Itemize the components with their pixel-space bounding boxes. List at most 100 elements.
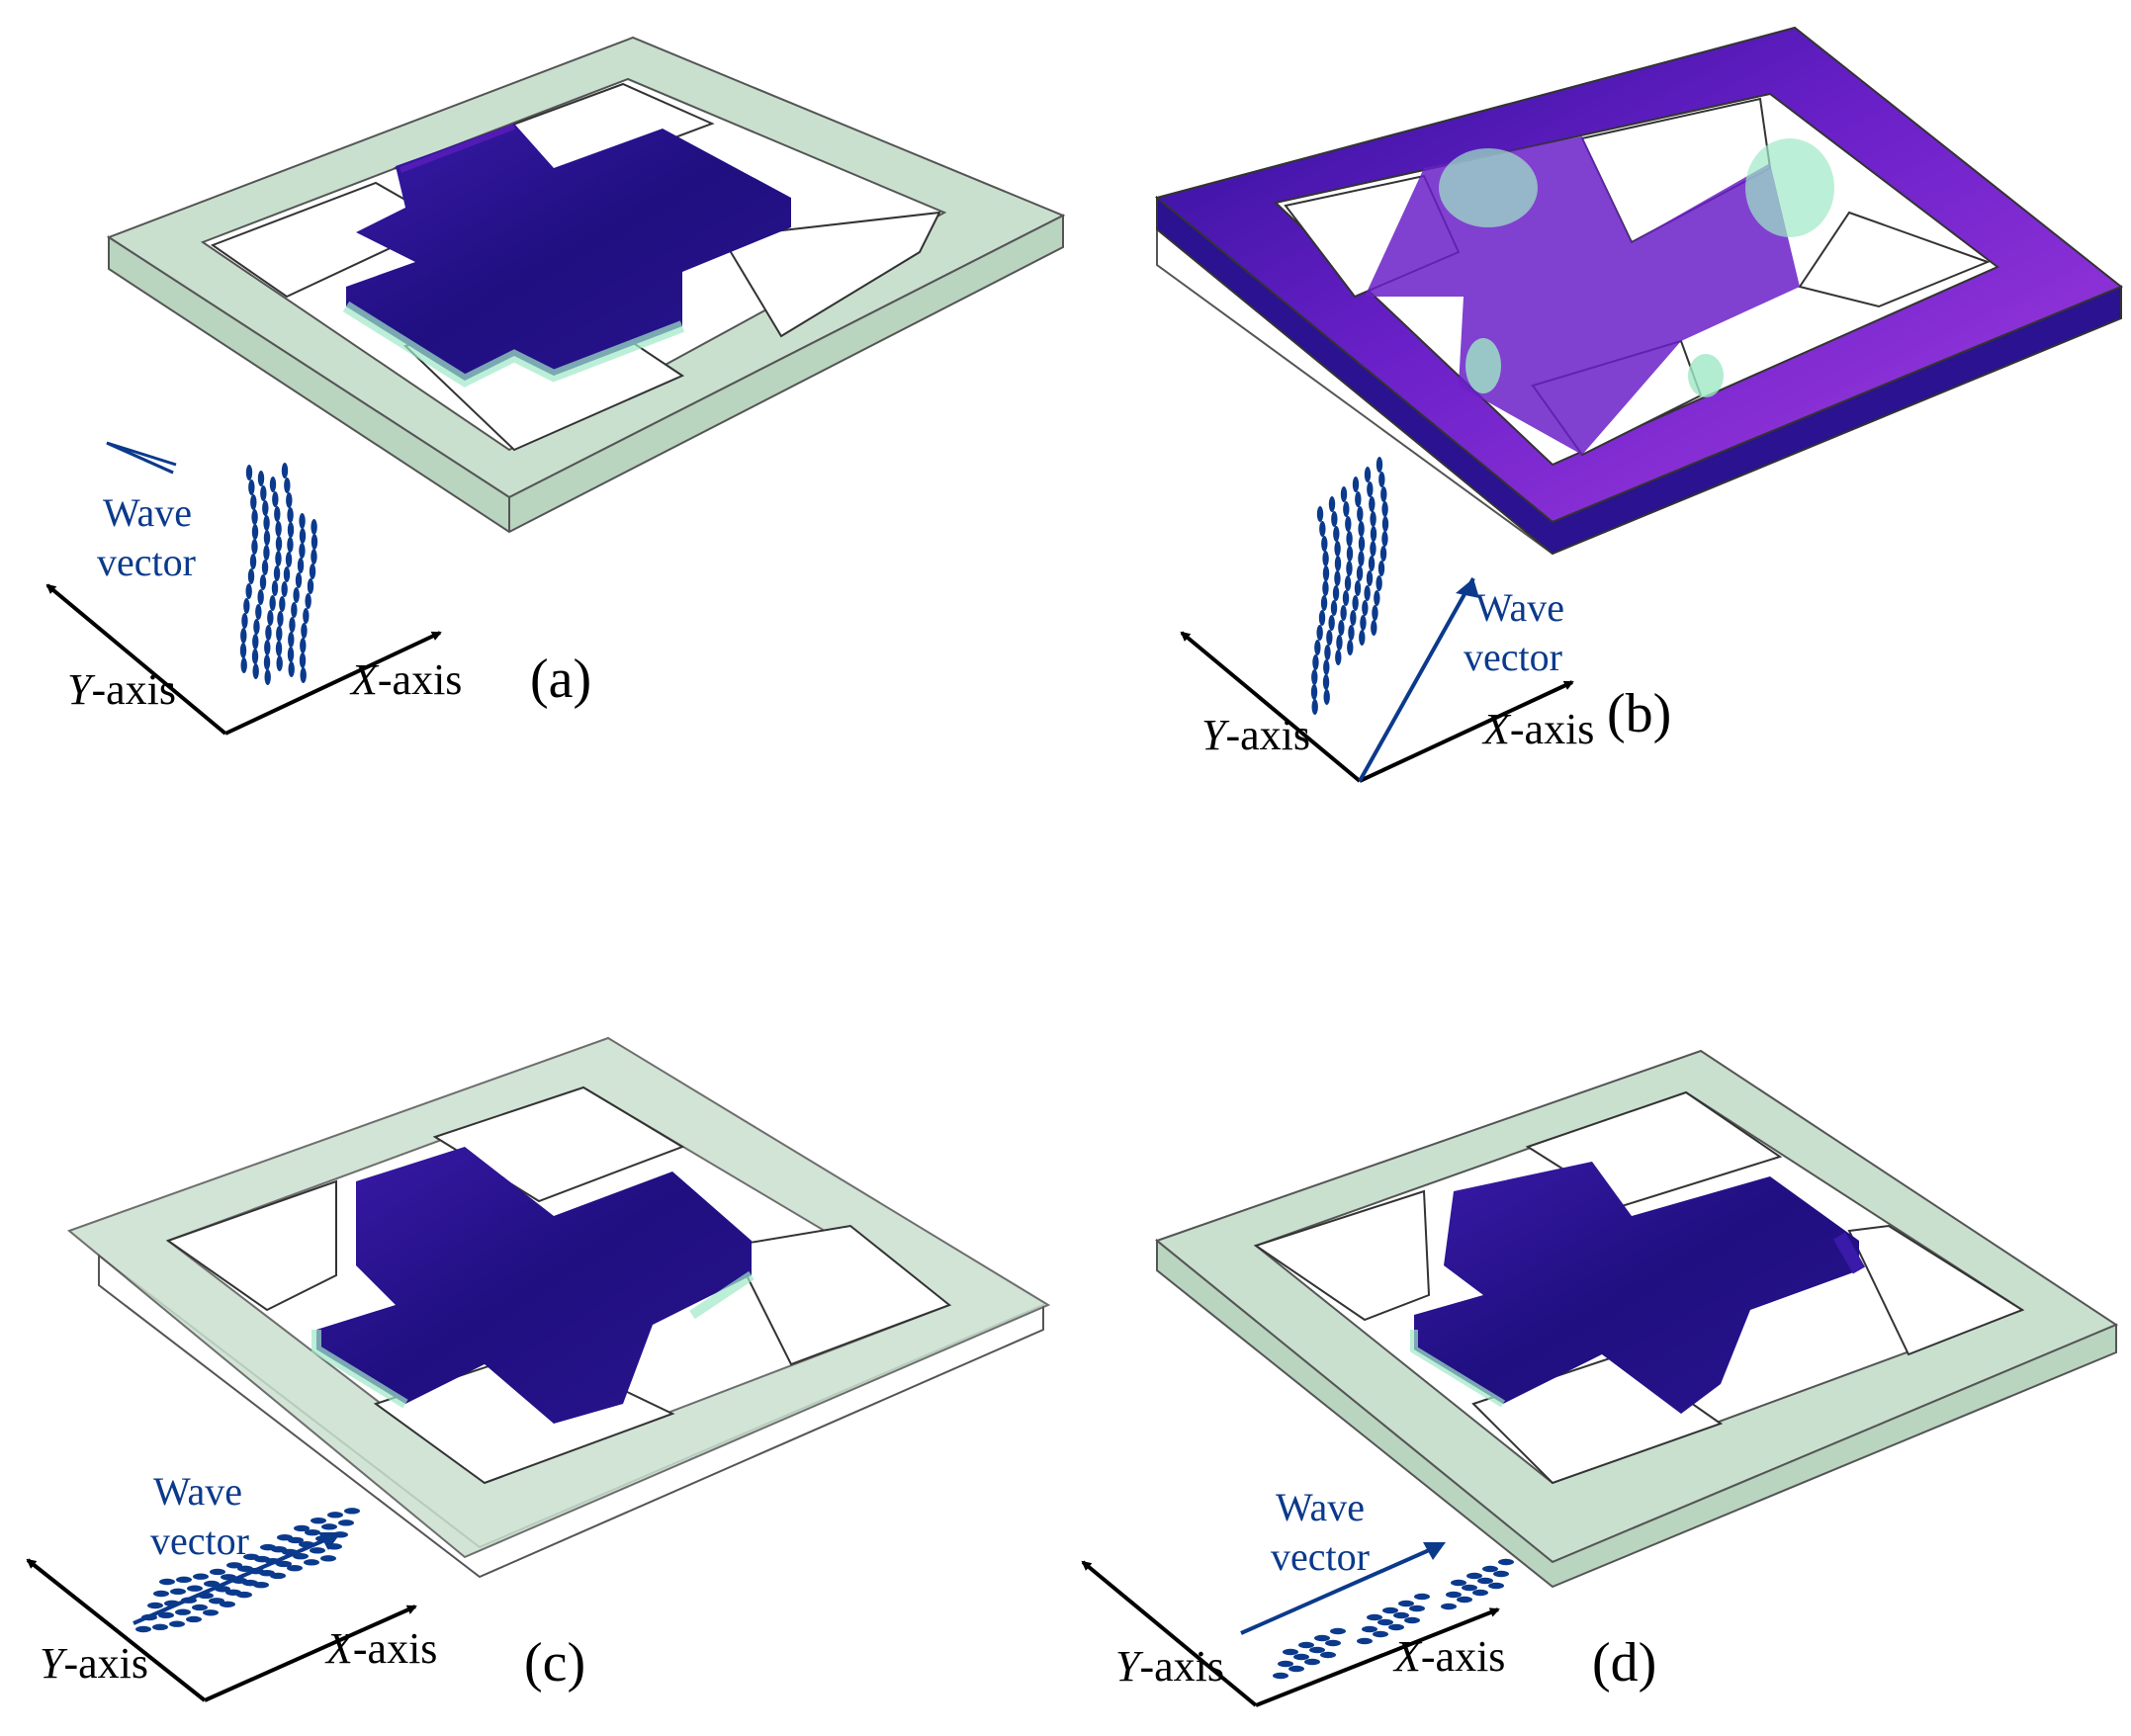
panel-d-wave-label-line1: Wave (1276, 1485, 1365, 1529)
panel-a-x-axis-arrow (224, 631, 442, 736)
particle-dot (295, 572, 303, 588)
particle-dot (1340, 605, 1347, 621)
particle-dot (251, 649, 259, 664)
vertical-ellipse-dot-array-icon (239, 463, 318, 685)
particle-dot (1482, 1565, 1498, 1573)
particle-dot (210, 1568, 225, 1576)
particle-dot (255, 604, 262, 620)
particle-dot (253, 619, 260, 635)
panel-b-x-axis-label: X-axis (1481, 705, 1594, 753)
particle-dot (272, 491, 279, 507)
particle-dot (251, 509, 258, 525)
particle-dot (1446, 1591, 1462, 1599)
particle-dot (326, 1543, 342, 1550)
particle-dot (243, 1553, 259, 1560)
particle-dot (1393, 1611, 1409, 1619)
particle-dot (1359, 630, 1366, 646)
particle-dot (186, 1615, 202, 1623)
particle-dot (1381, 531, 1388, 547)
particle-dot (259, 574, 267, 590)
particle-dot (285, 552, 293, 567)
particle-dot (152, 1623, 168, 1631)
particle-dot (1498, 1558, 1514, 1566)
particle-dot (269, 595, 276, 611)
particle-dot (1323, 659, 1330, 675)
particle-dot (1364, 467, 1372, 482)
particle-dot (1374, 590, 1380, 606)
particle-dot (264, 669, 271, 685)
particle-dot (263, 515, 270, 531)
particle-dot (1310, 684, 1318, 700)
panel-a-y-axis-label: Y-axis (67, 665, 176, 714)
particle-dot (240, 657, 247, 673)
particle-dot (299, 513, 306, 529)
particle-dot (1345, 516, 1352, 532)
particle-dot (1318, 610, 1326, 626)
particle-dot (338, 1519, 354, 1526)
particle-dot (1472, 1589, 1488, 1597)
panel-c-y-axis-arrow (26, 1558, 207, 1702)
particle-dot (1381, 501, 1388, 517)
panel-a: Wave vector Y-axis X-axis (a) (45, 36, 1066, 736)
particle-dot (327, 1512, 343, 1519)
particle-dot (310, 1547, 325, 1554)
particle-dot (281, 463, 289, 478)
particle-dot (1352, 595, 1359, 611)
panel-b-wave-label-line1: Wave (1475, 585, 1564, 630)
particle-dot (286, 492, 293, 508)
particle-dot (264, 640, 271, 655)
particle-dot (164, 1600, 180, 1607)
particle-dot (263, 545, 270, 561)
panel-c-y-axis-label: Y-axis (40, 1639, 148, 1688)
particle-dot (261, 560, 269, 575)
particle-dot (1466, 1572, 1482, 1580)
particle-dot (287, 522, 295, 538)
particle-dot (247, 568, 255, 584)
particle-dot (1273, 1672, 1288, 1680)
panel-c-x-axis-label: X-axis (324, 1624, 437, 1673)
particle-dot (1331, 511, 1338, 527)
particle-dot (249, 554, 257, 569)
particle-dot (260, 1543, 276, 1551)
particle-dot (1358, 521, 1365, 537)
particle-dot (257, 589, 264, 605)
particle-dot (1370, 511, 1376, 527)
particle-dot (1371, 620, 1377, 636)
particle-dot (1321, 536, 1328, 552)
particle-dot (1312, 654, 1319, 670)
panel-a-wave-label-line2: vector (97, 540, 196, 584)
particle-dot (260, 485, 267, 501)
particle-dot (1350, 610, 1357, 626)
panel-c-cross (316, 1147, 752, 1424)
particle-dot (181, 1597, 197, 1604)
particle-dot (284, 477, 291, 493)
particle-dot (300, 667, 307, 683)
particle-dot (158, 1611, 174, 1619)
particle-dot (1346, 546, 1354, 562)
particle-dot (1378, 472, 1385, 487)
panel-b-label: (b) (1607, 683, 1671, 744)
particle-dot (1323, 689, 1330, 705)
particle-dot (1334, 570, 1341, 586)
panel-d-cross (1414, 1162, 1859, 1414)
particle-dot (311, 549, 317, 564)
particle-dot (1388, 1623, 1404, 1631)
panel-c-x-axis-arrow (204, 1605, 417, 1702)
particle-dot (1367, 481, 1374, 497)
particle-dot (250, 494, 257, 510)
particle-dot (1333, 526, 1340, 542)
particle-dot (1340, 486, 1348, 502)
particle-dot (311, 534, 318, 550)
particle-dot (275, 521, 282, 537)
particle-dot (1373, 1630, 1388, 1638)
particle-dot (147, 1602, 163, 1609)
particle-dot (1330, 1627, 1346, 1635)
particle-dot (304, 1559, 319, 1566)
particle-dot (1346, 561, 1353, 576)
particle-dot (198, 1592, 214, 1600)
particle-dot (251, 539, 258, 555)
particle-dot (1358, 536, 1366, 552)
particle-dot (321, 1523, 337, 1530)
